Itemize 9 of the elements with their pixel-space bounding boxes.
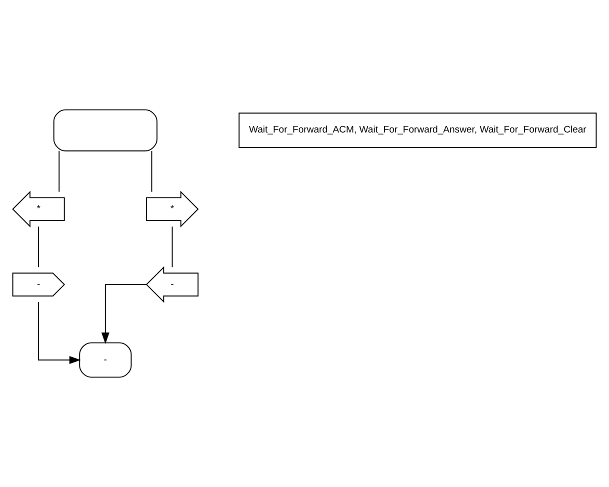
- connector: [38, 226, 40, 268]
- connector: [172, 226, 173, 268]
- node-box: -: [79, 342, 132, 378]
- connector: [151, 150, 152, 192]
- arrow: [38, 302, 81, 364]
- arrow: [101, 284, 147, 344]
- node-state: [53, 109, 158, 152]
- node-box: Wait_For_Forward_ACM, Wait_For_Forward_Answer, Wait_For_Forward_Clear: [238, 112, 597, 148]
- connector: [58, 150, 60, 192]
